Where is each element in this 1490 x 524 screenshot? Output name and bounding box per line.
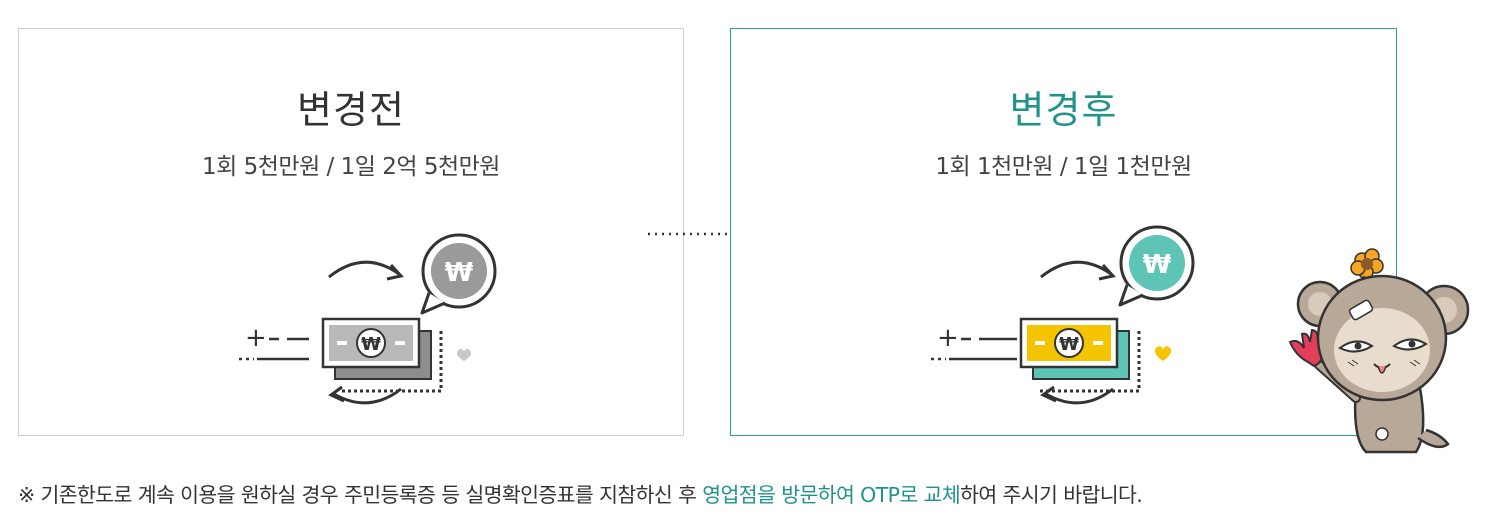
notice-highlight: 영업점을 방문하여 OTP로 교체 xyxy=(702,483,961,507)
bill-icon: ₩ xyxy=(1019,317,1119,369)
before-limits: 1회 5천만원 / 1일 2억 5천만원 xyxy=(202,154,500,180)
svg-text:₩: ₩ xyxy=(1059,334,1079,355)
after-limits: 1회 1천만원 / 1일 1천만원 xyxy=(935,154,1192,180)
coin-icon: ₩ xyxy=(420,233,497,315)
heart-icon xyxy=(457,349,471,361)
svg-text:₩: ₩ xyxy=(1143,250,1172,280)
svg-text:₩: ₩ xyxy=(361,334,381,355)
before-title: 변경전 xyxy=(297,88,405,132)
cycle-arrow-icon xyxy=(333,387,402,405)
after-card: 변경후 1회 1천만원 / 1일 1천만원 + ₩ ₩ xyxy=(730,28,1397,436)
plus-sign: + xyxy=(245,323,267,353)
bill-icon: ₩ xyxy=(321,317,421,369)
before-illustration: + ₩ ₩ xyxy=(239,233,497,405)
after-title: 변경후 xyxy=(1009,88,1118,132)
notice-text: ※ 기존한도로 계속 이용을 원하실 경우 주민등록증 등 실명확인증표를 지참… xyxy=(18,478,1478,508)
notice-suffix: 하여 주시기 바랍니다. xyxy=(960,483,1143,507)
cycle-arrow-icon xyxy=(328,260,400,279)
mascot-character xyxy=(1288,248,1470,454)
coin-icon: ₩ xyxy=(1118,225,1195,307)
before-card: 변경전 1회 5천만원 / 1일 2억 5천만원 + ₩ xyxy=(18,28,684,436)
heart-icon xyxy=(1155,346,1171,361)
svg-text:₩: ₩ xyxy=(445,258,474,288)
plus-sign: + xyxy=(937,323,959,353)
after-illustration: + ₩ ₩ xyxy=(931,225,1195,405)
cycle-arrow-icon xyxy=(1045,387,1114,405)
cycle-arrow-icon xyxy=(1040,260,1112,279)
notice-prefix: ※ 기존한도로 계속 이용을 원하실 경우 주민등록증 등 실명확인증표를 지참… xyxy=(18,483,703,507)
